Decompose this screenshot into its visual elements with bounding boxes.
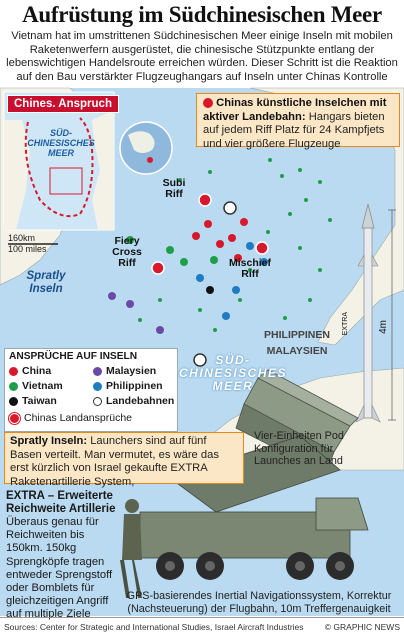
intro-text: Vietnam hat im umstrittenen Südchinesisc… <box>6 30 398 83</box>
footer: Sources: Center for Strategic and Intern… <box>0 617 404 636</box>
legend-item-taiwan: Taiwan <box>9 395 57 407</box>
scale-miles: 100 miles <box>8 244 47 254</box>
islands-box-heading: Chinas künstliche Inselchen mit aktiver … <box>203 97 387 123</box>
airstrip-markers <box>151 193 269 367</box>
inset-land-west <box>4 120 30 230</box>
legend-dot-taiwan <box>9 396 18 406</box>
legend-dot-china <box>9 366 18 376</box>
legend-item-china-claims: Chinas Landansprüche <box>9 412 132 424</box>
islands-box-body: Hangars bieten auf jedem Riff Platz für … <box>203 110 385 150</box>
page-title: Aufrüstung im Südchinesischen Meer <box>22 2 382 27</box>
label-malaysien: MALAYSIEN <box>266 345 328 357</box>
label-fiery-cross: Fiery Cross Riff <box>112 235 142 269</box>
scale-km: 160km <box>8 233 36 243</box>
spratly-info-box: Spratly Inseln: Launchers sind auf fünf … <box>4 432 244 488</box>
truck-illustration <box>139 435 369 580</box>
china-claim-tag: Chines. Anspruch <box>7 95 119 113</box>
label-spratly: Spratly Inseln <box>26 270 66 295</box>
label-mischief: Mischief Riff <box>228 257 271 280</box>
rocket-length: 4m <box>378 320 389 334</box>
legend-title: ANSPRÜCHE AUF INSELN <box>9 351 138 362</box>
legend-dot-malaysien <box>93 366 102 376</box>
extra-heading: EXTRA – Erweiterte Reichweite Artillerie <box>6 490 116 515</box>
legend-item-malaysien: Malaysien <box>93 365 156 377</box>
legend-item-china: China <box>9 365 51 377</box>
spratly-box-body: Launchers sind auf fünf Basen verteilt. … <box>10 435 219 488</box>
extra-body: Überaus genau für Reichweiten bis 150km.… <box>6 516 113 621</box>
legend-dot-china-claims <box>9 412 20 424</box>
legend-item-philippinen: Philippinen <box>93 380 163 392</box>
gps-caption: GPS-basierendes Inertial Navigationssyst… <box>126 590 392 615</box>
airstrip-icon <box>203 98 213 109</box>
spratly-box-heading: Spratly Inseln: <box>10 435 88 447</box>
legend-item-landebahnen: Landebahnen <box>93 395 174 407</box>
label-subi: Subi Riff <box>162 177 186 200</box>
sea-main-label: SÜD-CHINESISCHES MEER <box>178 353 288 393</box>
islands-info-box: Chinas künstliche Inselchen mit aktiver … <box>196 93 400 150</box>
rocket-label: EXTRA <box>342 312 349 336</box>
airstrip-icon <box>93 396 102 406</box>
inset-sea-label: SÜD-CHINESISCHES MEER <box>27 128 95 158</box>
label-philippinen: PHILIPPINEN <box>264 329 330 341</box>
pod-caption: Vier-Einheiten Pod Konfiguration für Lau… <box>254 430 344 467</box>
legend-item-vietnam: Vietnam <box>9 380 63 392</box>
inset-land-east <box>92 110 114 230</box>
legend-dot-philippinen <box>93 381 102 391</box>
rocket-illustration <box>355 203 381 423</box>
scale-bar: 160km 100 miles <box>8 233 47 255</box>
soldier-illustration <box>120 499 142 598</box>
source-credit: Sources: Center for Strategic and Intern… <box>4 622 304 632</box>
copyright: © GRAPHIC NEWS <box>324 622 400 632</box>
legend: ANSPRÜCHE AUF INSELN China Malaysien Vie… <box>4 348 178 432</box>
inset-focus-box <box>49 167 83 195</box>
island-dots <box>138 158 332 332</box>
legend-dot-vietnam <box>9 381 18 391</box>
